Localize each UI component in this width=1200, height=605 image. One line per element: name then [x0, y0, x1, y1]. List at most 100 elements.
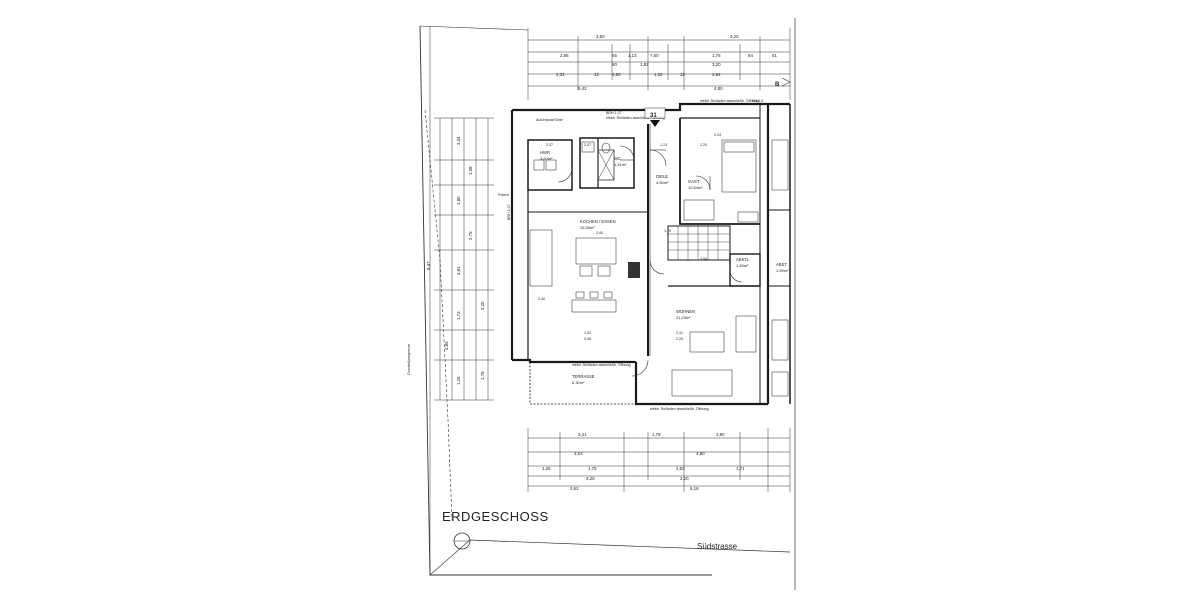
- dim-top-4a: 2,31: [556, 72, 565, 77]
- inner-dim-a: 2,37: [546, 143, 553, 147]
- dim-bot-4b: 3,20: [680, 476, 689, 481]
- dim-left-mid-a: 3,34: [456, 136, 461, 145]
- inner-dim-h: 1,02: [584, 331, 591, 335]
- room-area-terrasse: 6,30m²: [572, 380, 585, 385]
- chimney: [597, 149, 640, 278]
- section-mark-label: B: [775, 82, 780, 88]
- dim-top-4d: 1,32: [654, 72, 663, 77]
- room-name-gast: GAST: [688, 179, 700, 184]
- dim-top-2c: 1,13: [628, 53, 637, 58]
- room-name-wc: WC: [614, 156, 621, 161]
- bottom-dimension-lines: [527, 428, 791, 492]
- room-name-terrasse: TERRASSE: [572, 374, 595, 379]
- note-rollladen-top: elektr. Rollladen abschließb. Öffnung: [606, 116, 665, 120]
- note-bru-left: BRH 1,27: [507, 204, 511, 220]
- entry-marker-label: 31: [650, 113, 657, 119]
- dim-top-2b: 65: [612, 53, 617, 58]
- furniture: [529, 139, 789, 397]
- dim-bot-3d: 1,71: [736, 466, 745, 471]
- room-area-abst2: 1,59m²: [776, 268, 789, 273]
- section-mark: B: [775, 77, 791, 88]
- inner-dim-d: 2,20: [700, 143, 707, 147]
- site-boundary: [419, 18, 796, 590]
- inner-dimensions: 2,37 2,07 1,13 2,20 1,19 2,40 2,40 1,02 …: [538, 133, 721, 341]
- dim-bot-4a: 3,20: [586, 476, 595, 481]
- dim-left-mid-c: 3,81: [456, 266, 461, 275]
- dim-bot-5a: 3,62: [570, 486, 579, 491]
- dim-bot-1a: 3,41: [578, 432, 587, 437]
- top-dimension-labels: 3,50 3,20 2,86 65 1,13 7,60 1,76 84 61 5…: [556, 34, 777, 91]
- dim-top-1b: 3,20: [730, 34, 739, 39]
- inner-dim-l: 3,04: [700, 257, 707, 261]
- room-name-wohnen: WOHNEN: [676, 309, 695, 314]
- entry-marker: 31: [644, 107, 666, 127]
- dim-left-inner-d: 1,78: [480, 371, 485, 380]
- building-walls: [510, 102, 791, 406]
- dim-bot-1b: 1,79: [652, 432, 661, 437]
- dim-top-3a: 50: [612, 62, 617, 67]
- note-rollladen-left: elektr. Rollladen abschließb. Öffnung: [572, 363, 631, 367]
- dim-bot-3a: 1,26: [542, 466, 551, 471]
- dim-bot-5b: 5,16: [690, 486, 699, 491]
- dim-left-outer-a: 8,47: [426, 261, 431, 270]
- dim-left-inner-b: 2,75: [468, 231, 473, 240]
- dim-top-4e: 12: [680, 72, 685, 77]
- dim-top-2e: 1,76: [712, 53, 721, 58]
- room-name-kochen: KOCHEN / ESSEN: [580, 219, 616, 224]
- annotations: BRH 1,27 elektr. Rollladen abschließb. Ö…: [498, 99, 763, 411]
- dim-top-5a: 5,42: [578, 86, 587, 91]
- dim-bot-2b: 4,80: [696, 451, 705, 456]
- dim-top-4b: 12: [594, 72, 599, 77]
- dim-left-mid-b: 1,80: [456, 196, 461, 205]
- inner-dim-k: 2,06: [584, 337, 591, 341]
- room-area-gast: 10,54m²: [688, 185, 703, 190]
- left-dimension-lines: [434, 117, 494, 401]
- street-name: Südstrasse: [697, 542, 738, 551]
- inner-dim-i: 2,41: [676, 331, 683, 335]
- plan-title: ERDGESCHOSS: [442, 509, 549, 524]
- note-rollladen-top-right: elektr. Rollladen abschließb. Öffnung: [700, 99, 759, 103]
- note-rh: RH 9,5: [752, 99, 763, 103]
- inner-dim-g: 2,40: [538, 297, 545, 301]
- dim-top-4c: 1,60: [612, 72, 621, 77]
- dim-left-mid-e: 1,26: [456, 376, 461, 385]
- door-swings: [557, 145, 743, 377]
- room-area-hwr: 3,60m²: [540, 156, 553, 161]
- dim-left-inner-c: 3,20: [480, 301, 485, 310]
- dim-top-3c: 3,20: [712, 62, 721, 67]
- room-labels: HWR 3,60m² WC 1,51m² DIELE 4,50m² GAST 1…: [540, 150, 789, 385]
- left-dimension-labels: 8,47 4,85 3,34 1,80 3,81 1,73 1,26 1,38 …: [426, 136, 485, 385]
- dim-left-mid-d: 1,73: [456, 311, 461, 320]
- dim-top-2a: 2,86: [560, 53, 569, 58]
- note-aussen: Außenputz/Seite: [536, 118, 563, 122]
- note-rollladen-bottom: elektr. Rollladen abschließb. Öffnung: [650, 407, 709, 411]
- dim-bot-3c: 2,63: [676, 466, 685, 471]
- dim-top-2g: 61: [772, 53, 777, 58]
- room-name-abstl: ABSTL: [736, 257, 750, 262]
- inner-dim-f: 2,40: [596, 231, 603, 235]
- dim-bot-1c: 2,80: [716, 432, 725, 437]
- note-pot: Potenz: [498, 193, 509, 197]
- dim-bot-3b: 1,76: [588, 466, 597, 471]
- dim-top-2f: 84: [748, 53, 753, 58]
- note-bru-top: BRH 1,27: [606, 111, 622, 115]
- room-area-abstl: 1,59m²: [736, 263, 749, 268]
- room-area-wc: 1,51m²: [614, 162, 627, 167]
- dim-left-inner-a: 1,38: [468, 166, 473, 175]
- room-name-abst2: ABST: [776, 262, 787, 267]
- inner-dim-b: 2,07: [584, 143, 591, 147]
- room-name-diele: DIELE: [656, 174, 668, 179]
- dim-top-1a: 3,50: [596, 34, 605, 39]
- compass-circle: [453, 532, 471, 550]
- inner-dim-c: 1,13: [660, 143, 667, 147]
- room-area-kochen: 15,30m²: [580, 225, 595, 230]
- dim-bot-2a: 3,53: [574, 451, 583, 456]
- bottom-dimension-labels: 3,41 1,79 2,80 3,53 4,80 1,26 1,76 2,63 …: [542, 432, 745, 491]
- dim-top-4f: 2,84: [712, 72, 721, 77]
- property-line: [424, 109, 453, 521]
- room-name-hwr: HWR: [540, 150, 550, 155]
- dim-left-outer-b: 4,85: [444, 341, 449, 350]
- top-dimension-lines: [527, 28, 791, 100]
